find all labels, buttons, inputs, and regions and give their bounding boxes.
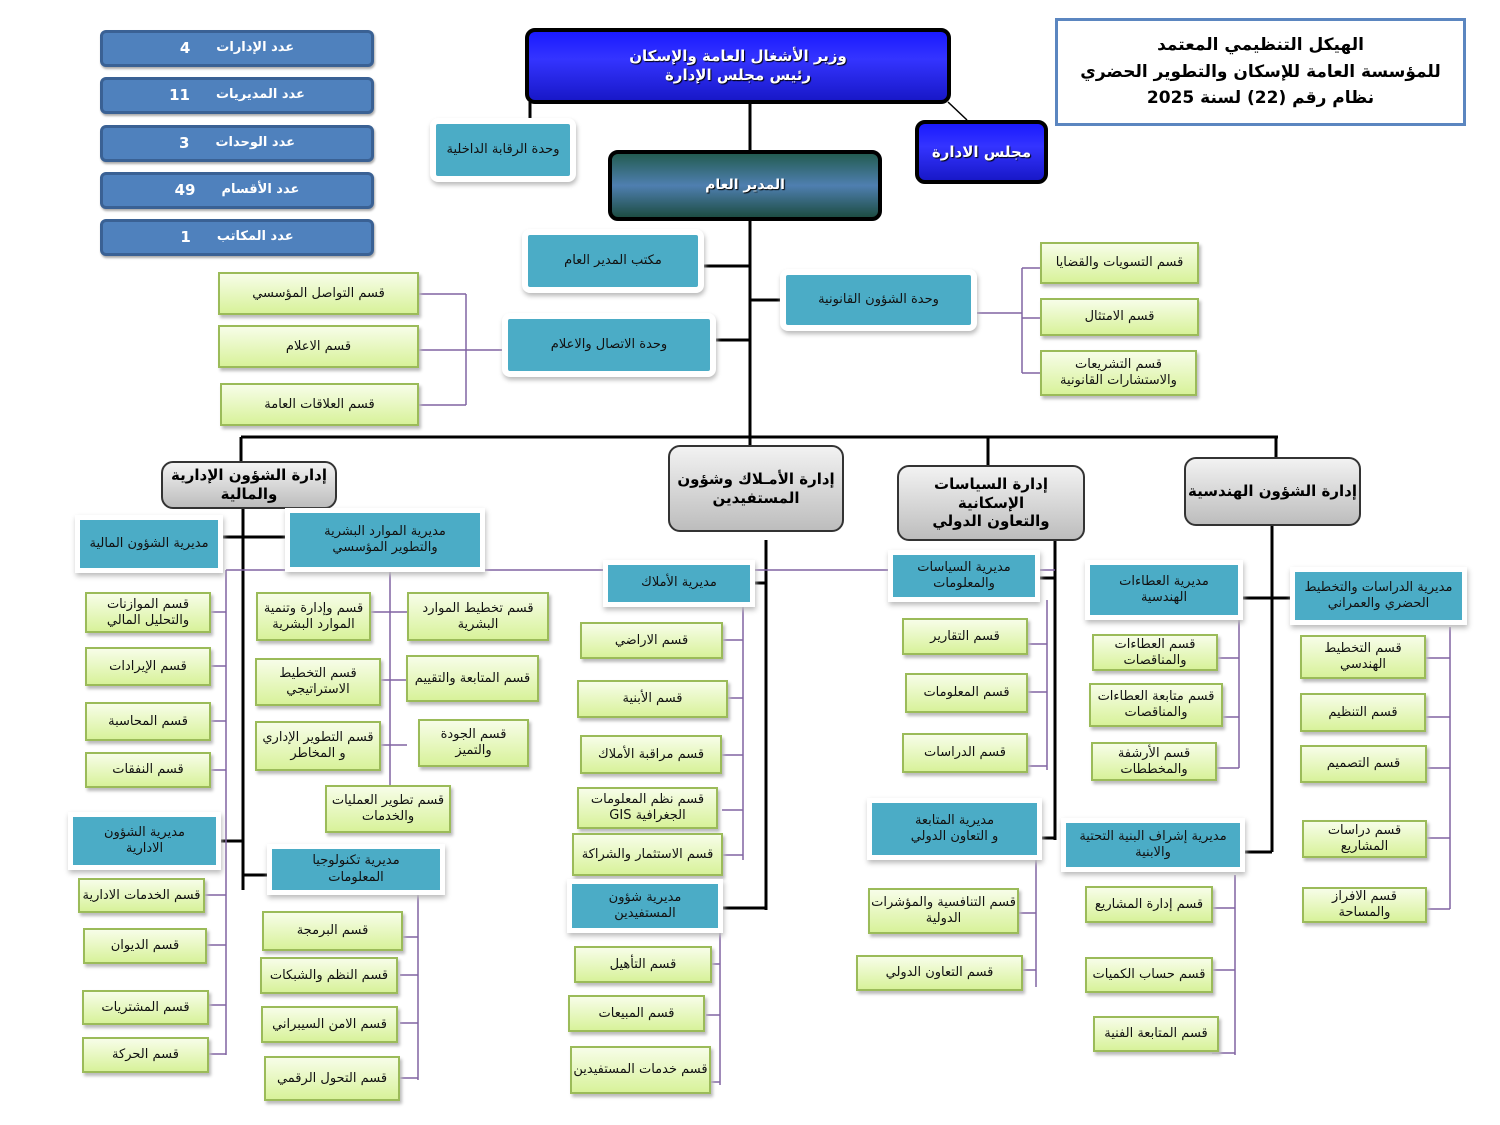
- section-box: قسم الاستثمار والشراكة: [572, 833, 723, 876]
- stat-label: عدد المكاتب: [216, 229, 294, 245]
- stat-label: عدد المديريات: [215, 87, 305, 103]
- stat-box: عدد المديريات 11: [100, 77, 374, 114]
- section-box: قسم دراسات المشاريع: [1302, 820, 1427, 858]
- section-box: قسم الجودة والتميز: [418, 719, 529, 767]
- section-box: قسم الامتثال: [1040, 298, 1199, 336]
- section-box: قسم التحول الرقمي: [264, 1056, 400, 1101]
- directorate-box: مديرية العطاءات الهندسية: [1085, 560, 1243, 620]
- unit-box: وحدة الاتصال والاعلام: [502, 313, 716, 377]
- board-box: مجلس الادارة: [915, 120, 1048, 184]
- section-box: قسم التخطيط الهندسي: [1300, 635, 1426, 679]
- section-box: قسم المتابعة والتقييم: [406, 655, 539, 702]
- section-box: قسم الامن السيبراني: [261, 1006, 398, 1043]
- section-box: قسم التعاون الدولي: [856, 955, 1023, 991]
- stat-box: عدد الوحدات 3: [100, 125, 374, 162]
- stat-label: عدد الإدارات: [216, 40, 295, 56]
- department-box: إدارة الشؤون الإدارية والمالية: [161, 461, 337, 509]
- section-box: قسم الخدمات الادارية: [78, 878, 205, 913]
- section-box: قسم التأهيل: [574, 946, 712, 983]
- stat-value: 49: [174, 181, 196, 200]
- unit-box: وحدة الرقابة الداخلية: [430, 118, 576, 182]
- section-box: قسم التنافسية والمؤشرات الدولية: [868, 888, 1019, 934]
- section-box: قسم الإيرادات: [85, 647, 211, 686]
- section-box: قسم التنظيم: [1300, 693, 1426, 732]
- stat-value: 1: [180, 228, 191, 247]
- section-box: قسم الاعلام: [218, 325, 419, 368]
- stat-box: عدد المكاتب 1: [100, 219, 374, 256]
- section-box: قسم الأبنية: [577, 680, 728, 718]
- section-box: قسم تخطيط الموارد البشرية: [407, 592, 549, 641]
- minister-box: وزير الأشغال العامة والإسكان رئيس مجلس ا…: [525, 28, 951, 104]
- section-box: قسم الديوان: [83, 928, 207, 964]
- section-box: قسم الأرشفة والمخططات: [1091, 742, 1217, 781]
- unit-box: وحدة الشؤون القانونية: [780, 269, 977, 331]
- section-box: قسم متابعة العطاءات والمناقصات: [1089, 683, 1223, 727]
- section-box: قسم العطاءات والمناقصات: [1092, 634, 1218, 671]
- section-box: قسم المتابعة الفنية: [1093, 1016, 1219, 1052]
- section-box: قسم الحركة: [82, 1037, 209, 1073]
- stat-value: 3: [179, 134, 190, 153]
- directorate-box: مديرية السياسات والمعلومات: [888, 550, 1040, 602]
- section-box: قسم البرمجة: [262, 911, 403, 951]
- directorate-box: مديرية الموارد البشرية والتطوير المؤسسي: [285, 508, 485, 572]
- section-box: قسم التواصل المؤسسي: [218, 272, 419, 315]
- section-box: قسم الاراضي: [580, 622, 723, 659]
- section-box: قسم العلاقات العامة: [220, 383, 419, 426]
- section-box: قسم المعلومات: [905, 673, 1028, 713]
- section-box: قسم المحاسبة: [85, 702, 211, 741]
- section-box: قسم التطوير الإداري و المخاطر: [255, 721, 381, 771]
- section-box: قسم الدراسات: [902, 733, 1028, 773]
- department-box: إدارة السياسات الإسكانية والتعاون الدولي: [897, 465, 1085, 541]
- department-box: إدارة الأمـلاك وشؤون المستفيدين: [668, 445, 844, 532]
- section-box: قسم النظم والشبكات: [260, 957, 398, 994]
- stat-box: عدد الأقسام 49: [100, 172, 374, 209]
- directorate-box: مديرية الأملاك: [603, 560, 755, 607]
- directorate-box: مديرية الدراسات والتخطيط الحضري والعمران…: [1290, 567, 1467, 625]
- section-box: قسم التصميم: [1300, 745, 1427, 783]
- section-box: قسم التقارير: [902, 618, 1028, 655]
- section-box: قسم التشريعات والاستشارات القانونية: [1040, 350, 1197, 396]
- stat-label: عدد الوحدات: [215, 135, 295, 151]
- section-box: قسم التخطيط الاستراتيجي: [255, 658, 381, 706]
- connector-line: [947, 101, 968, 121]
- section-box: قسم خدمات المستفيدين: [570, 1046, 711, 1094]
- stat-value: 11: [169, 86, 190, 105]
- section-box: قسم إدارة المشاريع: [1085, 886, 1213, 923]
- section-box: قسم وإدارة وتنمية الموارد البشرية: [256, 592, 371, 641]
- section-box: قسم المبيعات: [568, 995, 705, 1032]
- section-box: قسم الموازنات والتحليل المالي: [85, 592, 211, 633]
- general-manager-box: المدير العام: [608, 150, 882, 221]
- section-box: قسم حساب الكميات: [1085, 957, 1213, 993]
- office-box: مكتب المدير العام: [522, 229, 704, 293]
- directorate-box: مديرية المتابعة و التعاون الدولي: [867, 798, 1042, 860]
- stat-label: عدد الأقسام: [221, 182, 300, 198]
- section-box: قسم التسويات والقضايا: [1040, 242, 1199, 284]
- section-box: قسم المشتريات: [82, 990, 209, 1025]
- section-box: قسم الافراز والمساحة: [1302, 887, 1427, 923]
- section-box: قسم نظم المعلومات الجغرافية GIS: [577, 787, 718, 829]
- directorate-box: مديرية إشراف البنية التحتية والابنية: [1061, 818, 1245, 872]
- directorate-box: مديرية الشؤون المالية: [75, 515, 223, 573]
- directorate-box: مديرية الشؤون الادارية: [68, 812, 221, 870]
- section-box: قسم تطوير العمليات والخدمات: [325, 785, 451, 833]
- stat-box: عدد الإدارات 4: [100, 30, 374, 67]
- section-box: قسم النفقات: [85, 752, 211, 788]
- section-box: قسم مراقبة الأملاك: [580, 735, 722, 774]
- chart-title: الهيكل التنظيمي المعتمد للمؤسسة العامة ل…: [1055, 18, 1466, 126]
- directorate-box: مديرية شؤون المستفيدين: [567, 879, 723, 933]
- stat-value: 4: [179, 39, 191, 58]
- directorate-box: مديرية تكنولوجيا المعلومات: [267, 844, 445, 895]
- department-box: إدارة الشؤون الهندسية: [1184, 457, 1361, 526]
